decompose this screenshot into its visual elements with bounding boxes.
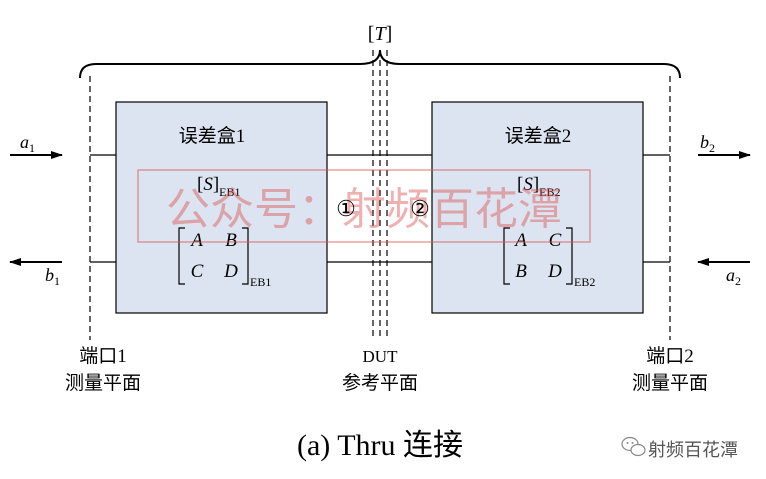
- eb2-matrix-bracket-left: [503, 227, 510, 285]
- eb1-abcd-b: B: [225, 230, 237, 251]
- port2-label-line2: 测量平面: [632, 372, 708, 394]
- error-box-1: [115, 101, 328, 314]
- eb1-abcd-a: A: [189, 230, 203, 251]
- figure-caption: (a) Thru 连接: [297, 429, 463, 462]
- marker-two: ②: [410, 196, 430, 221]
- eb2-abcd-b: B: [515, 261, 527, 282]
- watermark-text: 公众号：射频百花潭: [166, 185, 562, 234]
- eb1-abcd-c: C: [191, 261, 204, 282]
- t-label: [T]: [368, 23, 392, 45]
- watermark-frame: [137, 169, 591, 243]
- logo-text: 射频百花潭: [648, 440, 738, 460]
- dut-label-line1: DUT: [363, 347, 399, 366]
- error-box-1-title: 误差盒1: [179, 125, 246, 147]
- eb2-matrix-bracket-right: [566, 227, 573, 285]
- eb1-abcd-sub: EB1: [250, 275, 271, 289]
- wechat-logo-icon: [621, 436, 646, 457]
- dut-label-line2: 参考平面: [342, 372, 418, 394]
- error-box-1-s-matrix: [S]EB1: [197, 174, 241, 199]
- eb1-abcd-d: D: [223, 261, 238, 282]
- port2-label-line1: 端口2: [646, 345, 694, 367]
- a1-label: a1: [20, 132, 35, 155]
- marker-one: ①: [336, 196, 356, 221]
- port1-label-line2: 测量平面: [65, 372, 141, 394]
- b2-label: b2: [700, 132, 715, 155]
- a2-label: a2: [726, 265, 741, 288]
- eb2-abcd-sub: EB2: [574, 275, 595, 289]
- eb2-abcd-c: C: [549, 230, 562, 251]
- eb1-matrix-bracket-left: [178, 227, 185, 285]
- error-box-2-title: 误差盒2: [505, 125, 572, 147]
- b1-label: b1: [45, 265, 60, 288]
- error-box-2: [431, 101, 644, 314]
- eb2-abcd-a: A: [513, 230, 527, 251]
- error-box-2-s-matrix: [S]EB2: [517, 174, 561, 199]
- port1-label-line1: 端口1: [79, 345, 127, 367]
- eb2-abcd-d: D: [547, 261, 562, 282]
- eb1-matrix-bracket-right: [242, 227, 249, 285]
